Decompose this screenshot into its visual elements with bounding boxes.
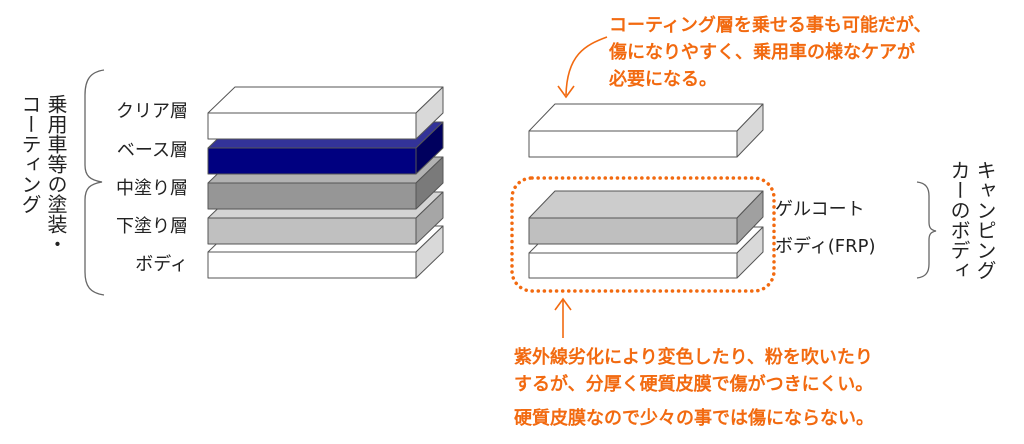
coating-note: コーティング層を乗せる事も可能だが、 傷になりやすく、乗用車の様なケアが 必要に… [609, 12, 932, 93]
coating-note-line: コーティング層を乗せる事も可能だが、 [609, 15, 932, 36]
optional-coating-layer [528, 103, 764, 158]
car-coating-side-label: コーティング [18, 94, 42, 214]
arrow-head-up-icon [554, 297, 572, 311]
left-brace [84, 69, 105, 296]
clear-layer-front-face [207, 112, 417, 140]
layer-label-body: ボディ [135, 254, 188, 275]
gelcoat-note-line: 紫外線劣化により変色したり、粉を吹いたり [514, 347, 873, 368]
camper-body-layer-stack [528, 103, 764, 279]
optional-coating-layer-top-face [528, 103, 764, 132]
gelcoat-layer-front-face [528, 217, 738, 245]
frp-body-layer-front-face [528, 252, 738, 279]
gelcoat-note-line: するが、分厚く硬質皮膜で傷がつきにくい。 [514, 374, 874, 395]
car-body-layer-front-face [207, 251, 417, 279]
layer-label-middle: 中塗り層 [116, 178, 188, 199]
coating-note-line: 傷になりやすく、乗用車の様なケアが [609, 42, 915, 63]
base-layer-front-face [207, 147, 417, 175]
camper-side-label: キャンピング [973, 160, 997, 280]
coating-note-line: 必要になる。 [609, 69, 717, 90]
gelcoat-layer [528, 190, 764, 245]
gelcoat-note: 紫外線劣化により変色したり、粉を吹いたり するが、分厚く硬質皮膜で傷がつきにくい… [514, 344, 873, 398]
undercoat-layer-front-face [207, 217, 417, 245]
layer-label-base: ベース層 [116, 140, 188, 161]
layer-label-gelcoat: ゲルコート [775, 199, 865, 220]
clear-layer [207, 86, 444, 140]
camper-body-side-label: カーのボディ [947, 160, 971, 280]
layer-label-clear: クリア層 [116, 101, 188, 122]
arrow-head-down-icon [557, 85, 575, 99]
layer-label-under: 下塗り層 [116, 216, 188, 237]
car-paint-side-label: 乗用車等の塗装・ [44, 94, 68, 254]
car-paint-layer-stack [207, 86, 444, 279]
gelcoat-layer-top-face [528, 190, 764, 219]
right-brace [916, 181, 937, 279]
optional-coating-layer-front-face [528, 130, 738, 158]
middle-coat-layer-front-face [207, 182, 417, 210]
gelcoat-note-extra: 硬質皮膜なので少々の事では傷にならない。 [514, 408, 874, 429]
highlight-dotted-box [510, 176, 776, 293]
clear-layer-top-face [207, 86, 444, 114]
layer-label-frp-body: ボディ(FRP) [775, 236, 876, 257]
coating-note-arrow [565, 36, 608, 96]
